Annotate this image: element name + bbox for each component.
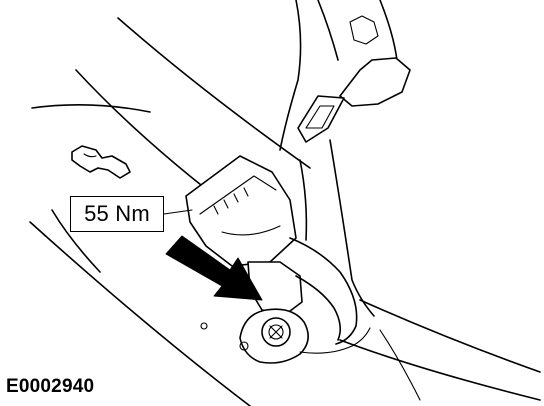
torque-value-label: 55 Nm	[70, 196, 164, 232]
seat-belt-strap	[289, 237, 358, 345]
pillar-trim	[279, 0, 411, 317]
floor-panel-edges	[29, 17, 541, 406]
label-leader-line	[163, 209, 193, 215]
anchor-bolt	[200, 308, 371, 364]
seat-belt-buckle	[185, 155, 303, 315]
clip-hook-icon	[71, 145, 131, 179]
figure-id: E0002940	[6, 376, 95, 397]
pointer-arrow-icon	[165, 235, 263, 301]
